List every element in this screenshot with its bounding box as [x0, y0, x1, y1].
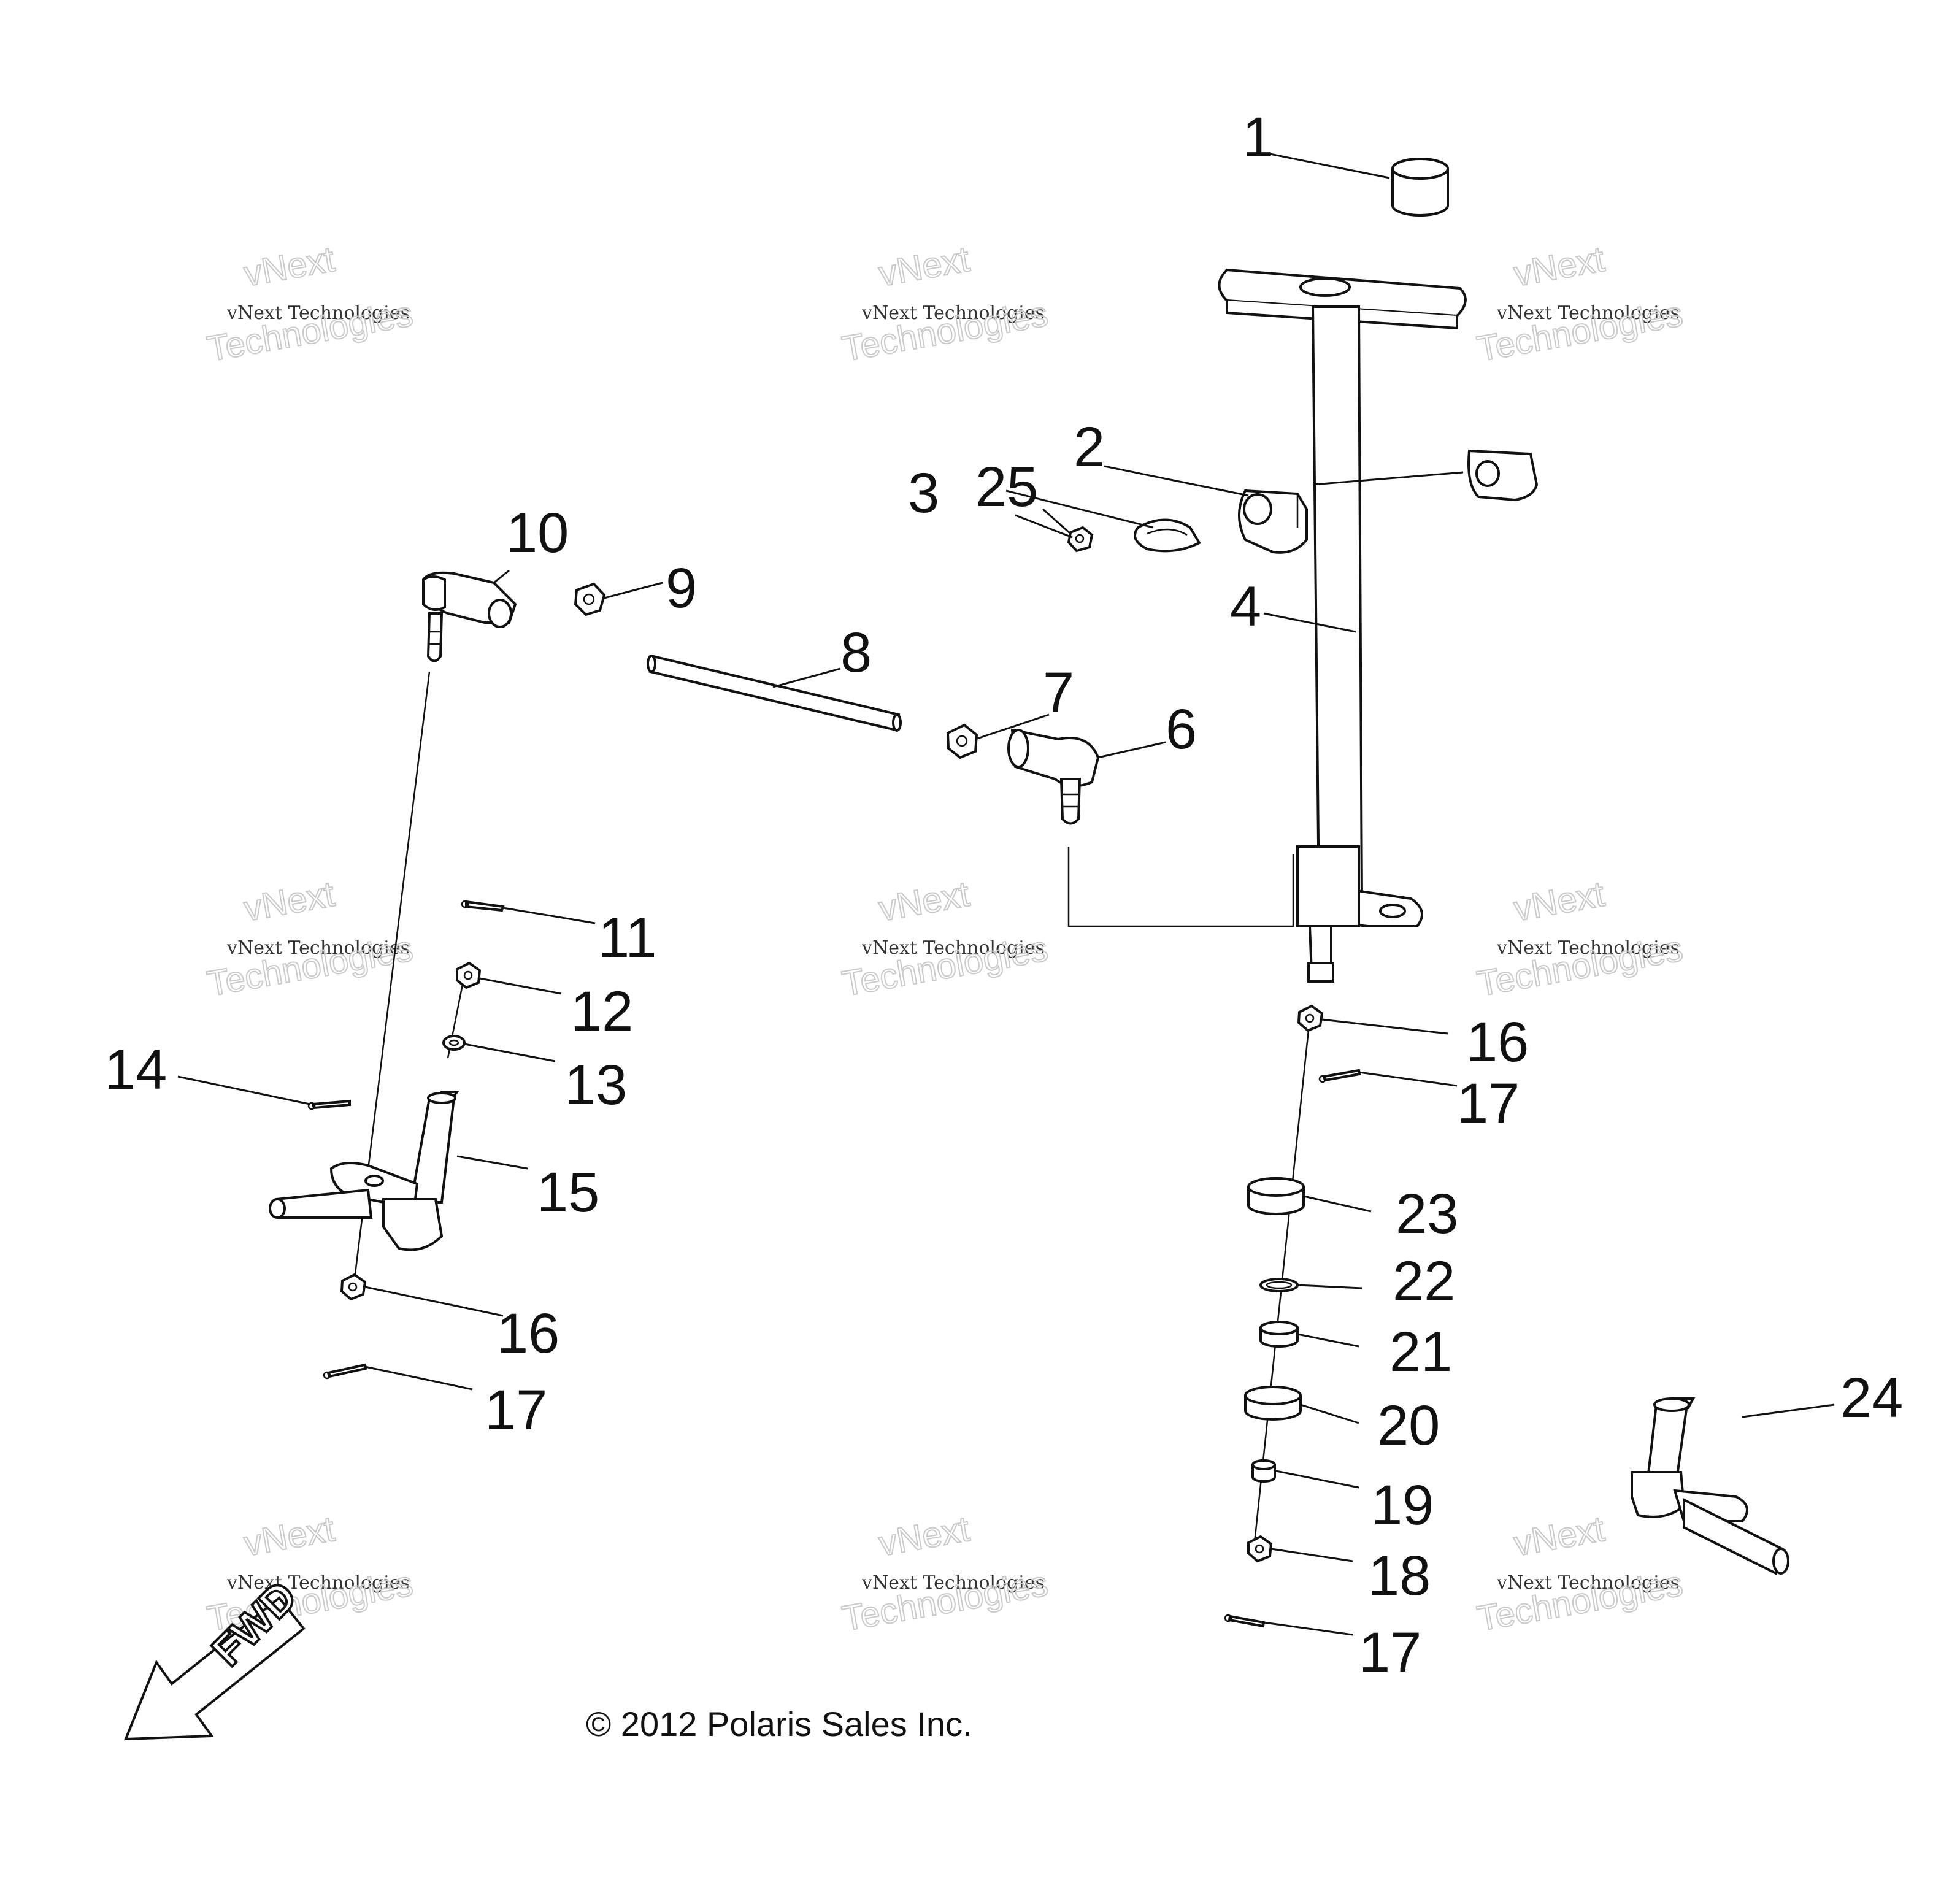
watermark: vNext vNext Technologies Technologies: [204, 239, 417, 370]
watermark-vnext: vNext: [876, 874, 972, 929]
part-22-snap-ring: [1259, 1278, 1299, 1292]
watermark-text: vNext Technologies: [1496, 1572, 1680, 1594]
part-17-cotter-pin-lower: [1224, 1614, 1266, 1628]
part-20-bushing: [1244, 1386, 1302, 1421]
watermark-text: vNext Technologies: [226, 302, 410, 324]
watermark-text: vNext Technologies: [1496, 937, 1680, 959]
tie-rod-link-line: [1067, 847, 1294, 927]
watermark-text: vNext Technologies: [226, 937, 410, 959]
part-4-steering-post: [1218, 268, 1539, 983]
part-15-spindle: [269, 1091, 459, 1251]
callout-16-right: 16: [1466, 1011, 1529, 1073]
copyright-notice: © 2012 Polaris Sales Inc.: [586, 1705, 972, 1743]
callouts: 1 2 3 25 4 10 9 8 7 6 11 12 13 14 15 16 …: [104, 106, 1903, 1684]
part-17-cotter-pin-upper: [1318, 1069, 1361, 1083]
callout-24: 24: [1840, 1367, 1903, 1429]
part-11-cotter-pin: [461, 900, 505, 912]
leader-lines: [177, 152, 1835, 1636]
part-14-cotter-pin: [307, 1099, 351, 1110]
callout-4: 4: [1230, 575, 1261, 638]
callout-1: 1: [1242, 106, 1274, 169]
callout-7: 7: [1043, 661, 1074, 724]
callout-19: 19: [1371, 1474, 1434, 1537]
callout-14: 14: [104, 1038, 167, 1101]
part-19-spacer: [1251, 1459, 1276, 1483]
watermark-vnext: vNext: [1511, 1509, 1607, 1564]
watermark-text: vNext Technologies: [861, 1572, 1045, 1594]
part-8-tie-rod: [647, 655, 902, 732]
callout-17-upper: 17: [1457, 1072, 1520, 1135]
callout-6: 6: [1166, 698, 1197, 761]
callout-16-left: 16: [497, 1302, 559, 1365]
watermark-text: vNext Technologies: [861, 937, 1045, 959]
part-23-bushing: [1247, 1177, 1305, 1215]
fwd-arrow-icon: [124, 1596, 306, 1741]
part-1-cap: [1391, 158, 1449, 217]
callout-20: 20: [1377, 1394, 1440, 1457]
watermark-text: vNext Technologies: [226, 1572, 410, 1594]
part-3-nut: [1067, 526, 1094, 553]
callout-18: 18: [1368, 1545, 1431, 1607]
watermark-vnext: vNext: [241, 239, 337, 294]
watermark-vnext: vNext: [1511, 239, 1607, 294]
watermark-text: vNext Technologies: [861, 302, 1045, 324]
part-24-spindle: [1631, 1397, 1789, 1575]
callout-17-left: 17: [485, 1379, 547, 1442]
part-18-nut: [1247, 1535, 1273, 1563]
watermark-vnext: vNext: [876, 1509, 972, 1564]
callout-12: 12: [571, 980, 633, 1043]
watermark: vNext vNext Technologies Technologies: [1474, 873, 1686, 1005]
part-13-washer: [442, 1035, 466, 1051]
part-17-cotter-pin-left: [323, 1363, 367, 1380]
callout-2: 2: [1074, 416, 1105, 478]
part-9-nut: [574, 582, 606, 616]
callout-15: 15: [537, 1161, 599, 1224]
watermark: vNext vNext Technologies Technologies: [1474, 239, 1686, 370]
part-16-nut-right: [1297, 1004, 1324, 1032]
watermark-text: vNext Technologies: [1496, 302, 1680, 324]
callout-3: 3: [908, 462, 939, 524]
part-21-bearing: [1259, 1321, 1299, 1348]
callout-21: 21: [1389, 1321, 1452, 1383]
watermark: vNext vNext Technologies Technologies: [839, 239, 1051, 370]
callout-23: 23: [1396, 1183, 1458, 1245]
watermarks: vNext vNext Technologies Technologies vN…: [204, 239, 1686, 1640]
part-7-nut: [946, 723, 978, 759]
callout-13: 13: [564, 1054, 627, 1116]
watermark-vnext: vNext: [241, 874, 337, 929]
callout-11: 11: [598, 907, 657, 969]
watermark-vnext: vNext: [1511, 874, 1607, 929]
part-16-nut-left: [340, 1273, 367, 1301]
watermark: vNext vNext Technologies Technologies: [1474, 1508, 1686, 1640]
callout-9: 9: [666, 557, 697, 620]
watermark-vnext: vNext: [241, 1509, 337, 1564]
callout-8: 8: [840, 621, 872, 684]
watermark-vnext: vNext: [876, 239, 972, 294]
callout-17-lower: 17: [1359, 1621, 1421, 1684]
part-6-tie-rod-end: [1007, 728, 1100, 825]
watermark: vNext vNext Technologies Technologies: [204, 873, 417, 1005]
part-12-nut: [456, 961, 482, 989]
part-10-tie-rod-end: [421, 571, 517, 662]
watermark: vNext vNext Technologies Technologies: [839, 1508, 1051, 1640]
part-2-bearing-block: [1238, 489, 1308, 554]
watermark: vNext vNext Technologies Technologies: [839, 873, 1051, 1005]
callout-10: 10: [506, 502, 569, 564]
callout-25: 25: [975, 456, 1038, 518]
callout-22: 22: [1393, 1250, 1455, 1313]
